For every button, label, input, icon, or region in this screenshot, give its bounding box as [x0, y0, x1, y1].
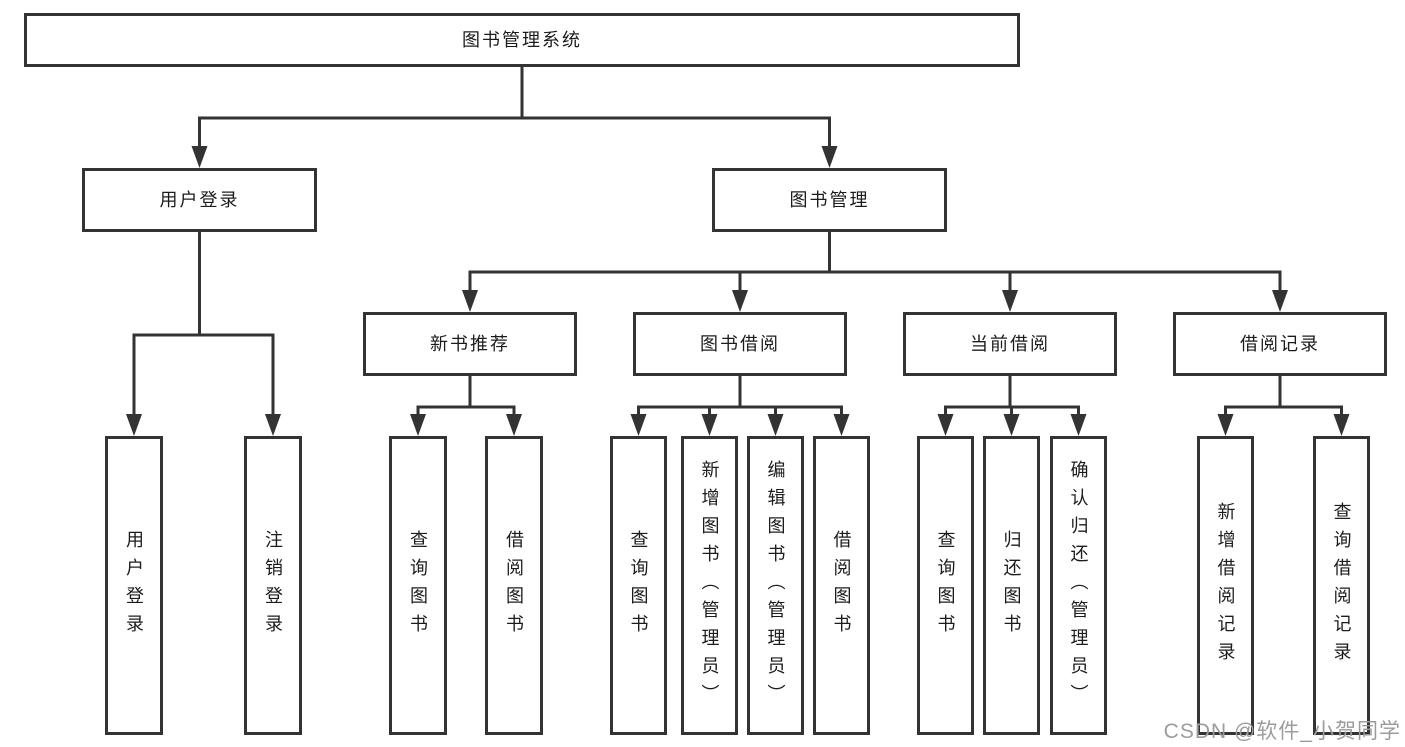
node-label: 查询图书	[628, 529, 649, 642]
node-confirm-return-admin: 确认归还（管理员）	[1050, 436, 1107, 735]
node-label: 新增图书（管理员）	[699, 459, 720, 712]
node-label: 用户登录	[159, 190, 240, 210]
node-label: 新增借阅记录	[1215, 501, 1236, 670]
node-label: 当前借阅	[970, 334, 1050, 354]
node-query-borrow-record: 查询借阅记录	[1313, 436, 1370, 735]
node-user-login: 用户登录	[82, 168, 317, 232]
node-label: 借阅图书	[504, 529, 524, 642]
node-query-books-current: 查询图书	[917, 436, 974, 735]
node-book-borrowing: 图书借阅	[633, 312, 847, 376]
node-label: 新书推荐	[430, 334, 510, 354]
node-label: 查询图书	[935, 529, 956, 642]
node-add-books-admin: 新增图书（管理员）	[681, 436, 738, 735]
node-query-books-recommend: 查询图书	[389, 436, 447, 735]
node-label: 图书管理系统	[462, 30, 582, 50]
node-label: 查询借阅记录	[1331, 501, 1352, 670]
node-edit-books-admin: 编辑图书（管理员）	[747, 436, 804, 735]
node-label: 编辑图书（管理员）	[765, 459, 786, 712]
node-return-books: 归还图书	[983, 436, 1040, 735]
watermark: CSDN @软件_小贺同学	[1163, 720, 1401, 743]
node-query-books-borrowing: 查询图书	[610, 436, 667, 735]
node-borrow-books-borrowing: 借阅图书	[813, 436, 870, 735]
node-label: 图书管理	[789, 190, 870, 210]
node-user-login-action: 用户登录	[105, 436, 163, 735]
node-borrowing-records: 借阅记录	[1173, 312, 1387, 376]
node-new-book-recommendation: 新书推荐	[363, 312, 577, 376]
node-label: 用户登录	[124, 529, 144, 642]
node-label: 借阅记录	[1240, 334, 1320, 354]
node-current-borrowing: 当前借阅	[903, 312, 1117, 376]
node-label: 注销登录	[263, 529, 283, 642]
node-label: 确认归还（管理员）	[1068, 459, 1089, 712]
node-borrow-books-recommend: 借阅图书	[485, 436, 543, 735]
node-library-management-system: 图书管理系统	[24, 13, 1020, 67]
node-label: 归还图书	[1001, 529, 1022, 642]
node-label: 借阅图书	[831, 529, 852, 642]
node-book-management: 图书管理	[712, 168, 947, 232]
node-label: 查询图书	[408, 529, 428, 642]
node-logout-action: 注销登录	[244, 436, 302, 735]
node-add-borrow-record: 新增借阅记录	[1197, 436, 1254, 735]
node-label: 图书借阅	[700, 334, 780, 354]
